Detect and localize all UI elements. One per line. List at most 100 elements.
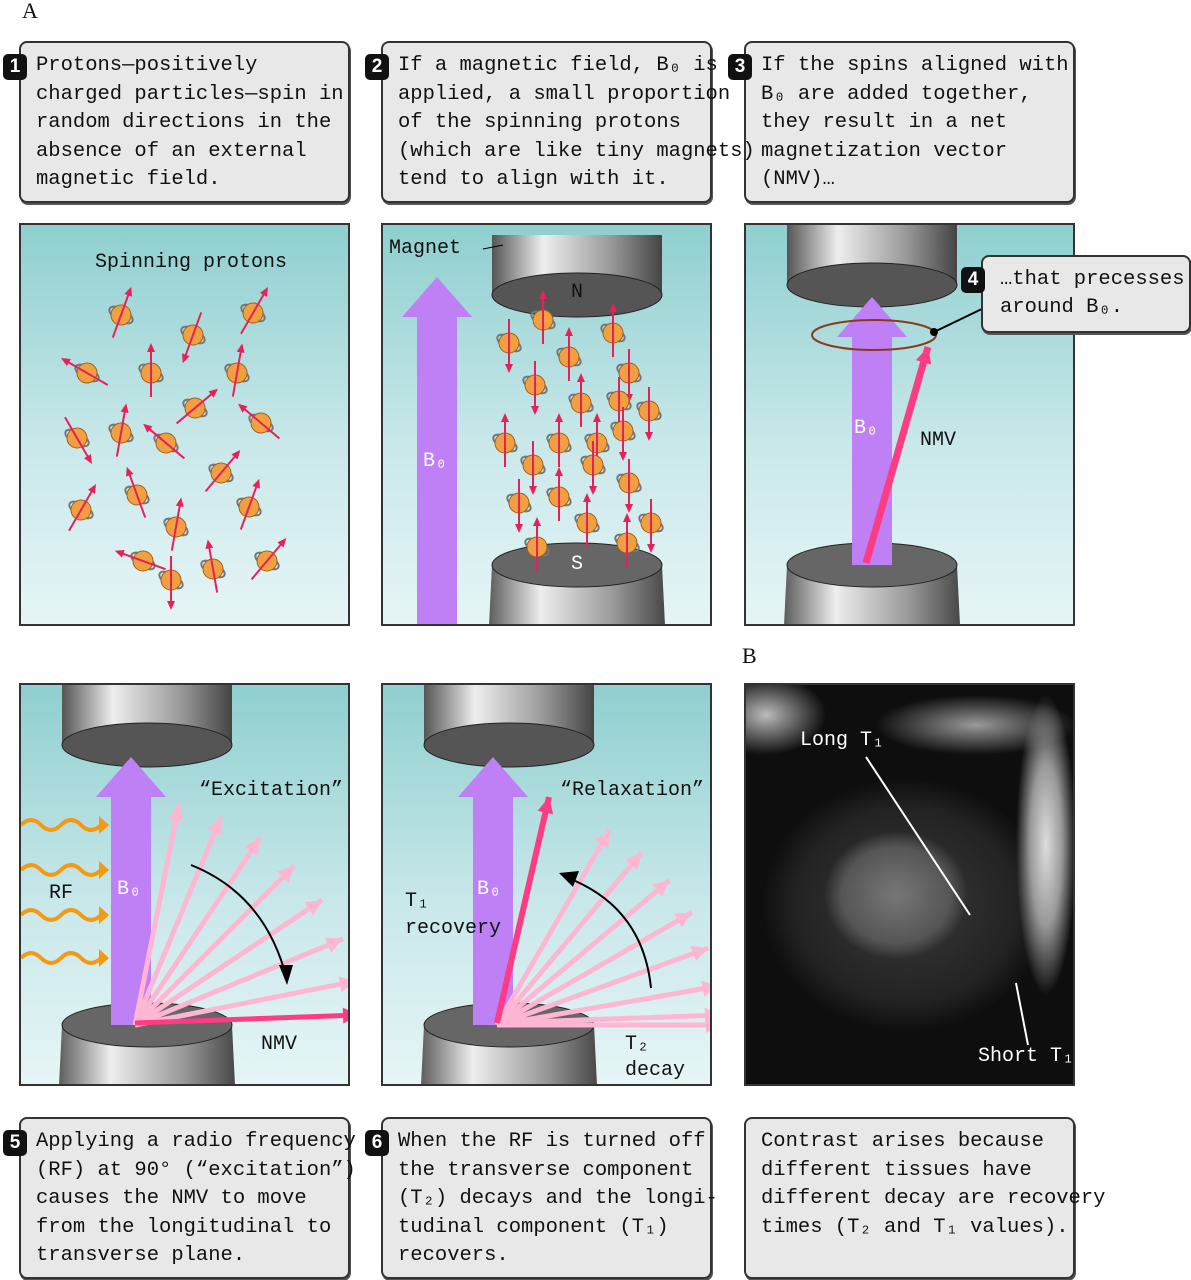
faded-vector	[132, 816, 224, 1026]
faded-vector-head	[277, 865, 295, 883]
b0-label: B₀	[117, 878, 142, 901]
short-t1-label: Short T₁	[978, 1045, 1075, 1068]
faded-vector-head	[325, 937, 343, 953]
magnet-label: Magnet	[389, 237, 462, 260]
north-pole-label: N	[571, 281, 584, 304]
spin-arrow	[207, 545, 219, 593]
caption-line: magnetization vector	[761, 139, 1008, 163]
spin-arrow	[68, 488, 94, 532]
panel-relaxation: “Relaxation” T₁ recovery B₀ T₂ decay	[381, 683, 712, 1086]
callout-line	[933, 306, 987, 333]
faded-vector-head	[690, 946, 709, 962]
proton-icon	[616, 349, 642, 403]
caption-line: When the RF is turned off	[398, 1130, 706, 1153]
proton-icon	[238, 403, 281, 440]
caption-line: random directions in the	[36, 111, 332, 134]
figure-label-b: B	[742, 643, 757, 668]
proton-icon	[614, 513, 640, 567]
arrowhead	[531, 406, 539, 415]
step-number: 5	[3, 1130, 27, 1156]
arrowhead	[147, 343, 155, 352]
magnet-top-face	[491, 272, 663, 318]
nmv-arrow	[862, 346, 932, 564]
caption-line: different decay are recovery	[761, 1187, 1106, 1210]
caption-line: transverse plane.	[36, 1244, 246, 1267]
proton-icon	[616, 459, 642, 513]
faded-vector-head	[304, 899, 323, 916]
faded-vector	[496, 984, 710, 1028]
arrowhead	[84, 454, 92, 464]
proton-icon	[520, 441, 546, 495]
arrowhead	[539, 290, 547, 299]
rf-wave-head	[99, 861, 109, 879]
proton-icon	[68, 484, 96, 532]
spin-arrow	[170, 503, 182, 551]
leader-line	[482, 244, 504, 250]
caption-line: absence of an external	[36, 139, 307, 163]
arrowhead	[645, 432, 653, 441]
caption-line: the transverse component	[398, 1158, 694, 1182]
step-number: 6	[365, 1130, 389, 1156]
proton-icon	[636, 387, 662, 441]
arrowhead	[533, 517, 541, 526]
arrowhead	[277, 538, 287, 548]
arrowhead	[555, 413, 563, 422]
proton-icon	[108, 286, 134, 338]
faded-vector	[132, 836, 263, 1027]
spin-arrow	[183, 312, 203, 358]
nmv-arrow	[134, 1012, 348, 1026]
arrowhead	[167, 601, 175, 610]
faded-vector-head	[673, 912, 692, 928]
faded-vector	[132, 803, 182, 1026]
step-number-4: 4	[961, 267, 985, 293]
faded-vector	[494, 828, 612, 1027]
arrowhead	[120, 403, 129, 414]
proton-icon	[240, 287, 268, 335]
proton-icon	[200, 539, 226, 593]
proton-icon	[163, 497, 189, 551]
arrowhead	[260, 287, 268, 297]
caption-line: (T₂) decays and the longi-	[398, 1187, 718, 1210]
arrowhead	[231, 450, 241, 460]
faded-vector	[495, 910, 694, 1028]
mri-image: Long T₁ Short T₁	[744, 683, 1075, 1086]
spin-arrow	[241, 406, 281, 440]
spin-arrow	[240, 291, 266, 335]
proton-icon	[530, 290, 556, 344]
long-t1-label: Long T₁	[800, 729, 885, 752]
proton-icon	[143, 423, 186, 460]
caption-line: charged particles—spin in	[36, 82, 344, 106]
arrowhead	[124, 286, 132, 297]
rf-wave-head	[99, 816, 109, 834]
rf-wave-head	[99, 949, 109, 967]
arrowhead	[515, 524, 523, 533]
faded-vector	[134, 936, 344, 1028]
spin-arrow	[250, 541, 284, 581]
recovery-label: recovery	[405, 917, 502, 940]
faded-vector	[495, 878, 671, 1027]
faded-vector-head	[167, 804, 184, 822]
b0-label: B₀	[477, 878, 502, 901]
arrowhead	[505, 364, 513, 373]
proton-icon	[492, 413, 518, 467]
caption-line: tend to align with it.	[398, 168, 669, 191]
proton-icon	[546, 413, 572, 467]
callout-line: …that precesses	[1000, 268, 1185, 291]
spin-arrow	[120, 551, 166, 571]
nmv-arrow-head	[342, 1007, 348, 1024]
panel-aligned-protons: Magnet N S B₀	[381, 223, 712, 626]
faded-vector	[495, 851, 644, 1027]
step-number: 1	[3, 54, 27, 80]
spin-arrow	[64, 416, 90, 460]
arrowhead	[501, 413, 509, 422]
caption-line: recovers.	[398, 1244, 509, 1267]
faded-vector-head	[338, 976, 348, 993]
spinning-protons-label: Spinning protons	[95, 251, 288, 274]
excitation-label: “Excitation”	[199, 779, 344, 802]
spin-arrow	[127, 472, 147, 518]
faded-vector	[134, 980, 348, 1028]
proton-icon	[124, 466, 150, 518]
arrowhead	[577, 373, 585, 382]
